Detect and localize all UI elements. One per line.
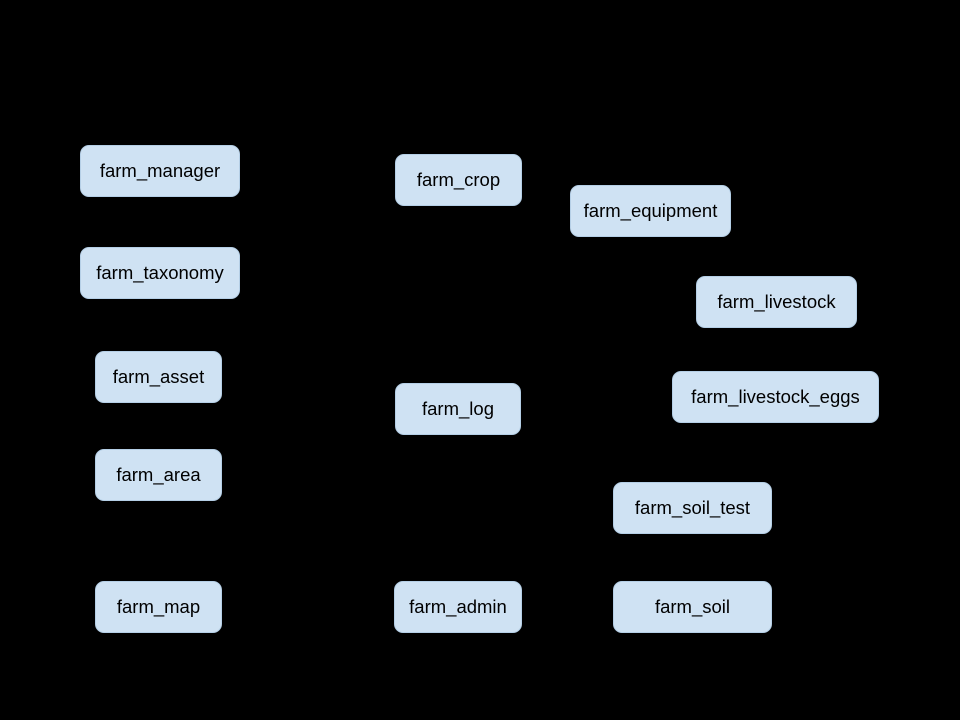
node-farm_manager: farm_manager bbox=[80, 145, 240, 197]
node-farm_log: farm_log bbox=[395, 383, 521, 435]
node-farm_admin: farm_admin bbox=[394, 581, 522, 633]
node-farm_crop: farm_crop bbox=[395, 154, 522, 206]
node-label: farm_crop bbox=[416, 168, 501, 190]
node-farm_soil_test: farm_soil_test bbox=[613, 482, 772, 534]
node-farm_area: farm_area bbox=[95, 449, 222, 501]
node-farm_taxonomy: farm_taxonomy bbox=[80, 247, 240, 299]
node-label: farm_manager bbox=[99, 159, 221, 181]
node-farm_map: farm_map bbox=[95, 581, 222, 633]
node-label: farm_livestock_eggs bbox=[691, 385, 860, 407]
node-label: farm_soil_test bbox=[634, 496, 751, 518]
node-label: farm_log bbox=[422, 397, 494, 419]
node-label: farm_area bbox=[116, 463, 201, 485]
node-label: farm_livestock bbox=[717, 290, 836, 312]
node-label: farm_taxonomy bbox=[96, 261, 224, 283]
node-label: farm_admin bbox=[409, 595, 507, 617]
node-label: farm_equipment bbox=[583, 199, 718, 221]
node-farm_livestock: farm_livestock bbox=[696, 276, 857, 328]
node-farm_asset: farm_asset bbox=[95, 351, 222, 403]
node-farm_livestock_eggs: farm_livestock_eggs bbox=[672, 371, 879, 423]
node-label: farm_soil bbox=[654, 595, 731, 617]
node-farm_soil: farm_soil bbox=[613, 581, 772, 633]
node-farm_equipment: farm_equipment bbox=[570, 185, 731, 237]
node-label: farm_map bbox=[116, 595, 201, 617]
node-label: farm_asset bbox=[112, 365, 205, 387]
